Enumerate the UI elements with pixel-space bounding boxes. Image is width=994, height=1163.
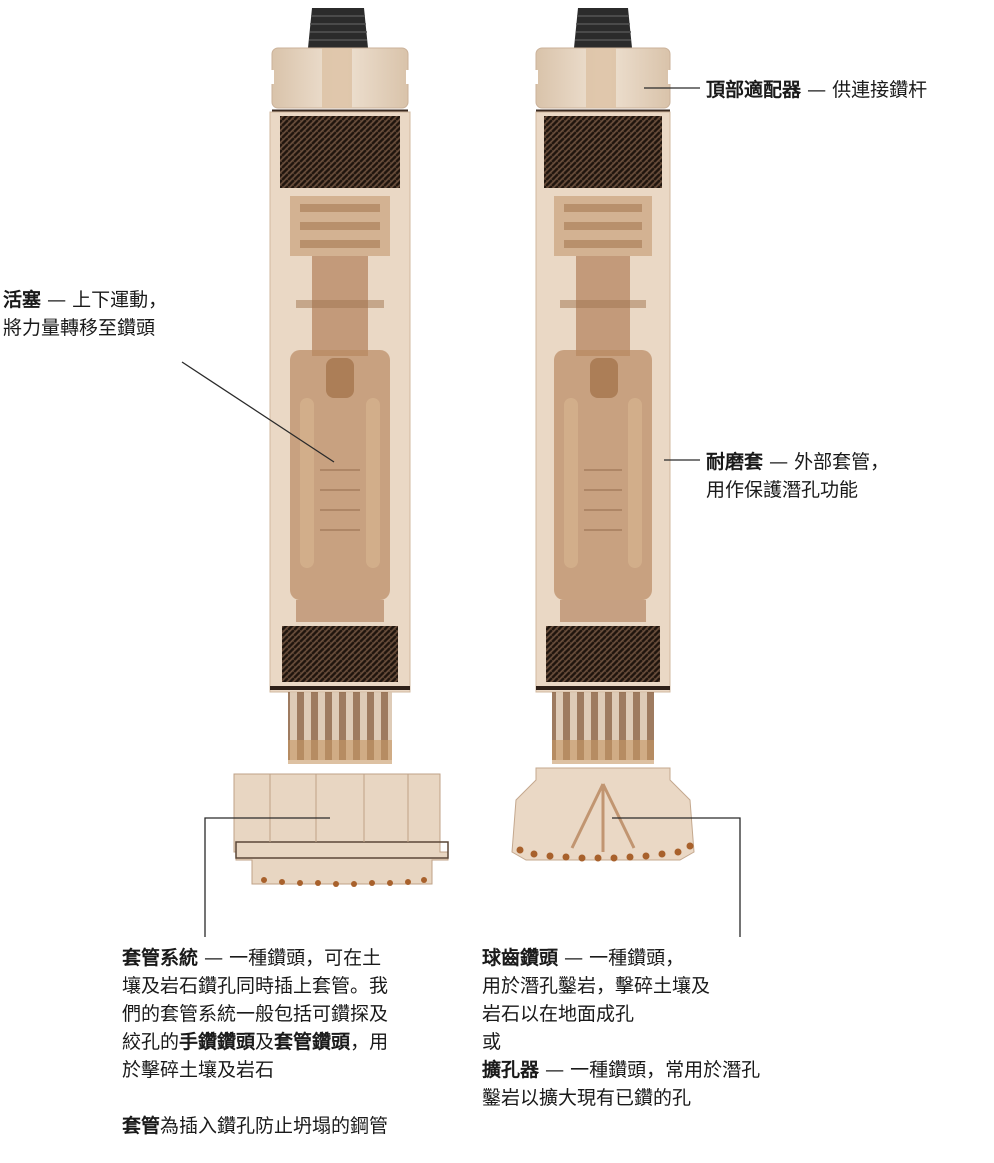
casing-bit-term: 套管鑽頭 [274, 1031, 351, 1053]
wear-sleeve-label: 耐磨套 — 外部套管， 用作保護潛孔功能 [706, 448, 889, 504]
left-lower-threads [282, 626, 398, 682]
right-lower-threads [546, 626, 660, 682]
casing-system-line-3: 們的套管系統一般包括可鑽探及 [122, 1003, 389, 1025]
leader-casing-system [204, 817, 330, 937]
reamer-desc-1: — 一種鑽頭，常用於潛孔 [545, 1059, 761, 1081]
casing-system-line-4: 絞孔的手鑽鑽頭及套管鑽頭，用 [122, 1031, 389, 1053]
casing-system-label: 套管系統 — 一種鑽頭，可在土 壤及岩石鑽孔同時插上套管。我 們的套管系統一般包… [122, 944, 388, 1140]
left-piston [290, 350, 390, 600]
leader-button-bit [612, 817, 741, 937]
button-bit-or: 或 [482, 1031, 502, 1053]
right-top-thread [574, 8, 632, 48]
button-bit-hammer-illustration [511, 8, 695, 862]
right-upper-threads [544, 116, 662, 188]
button-bit-line-3: 岩石以在地面成孔 [482, 1003, 635, 1025]
casing-definition: 套管為插入鑽孔防止坍塌的鋼管 [122, 1112, 388, 1140]
reamer-desc-2: 鑿岩以擴大現有已鑽的孔 [482, 1087, 692, 1109]
casing-system-line-1: — 一種鑽頭，可在土 [204, 947, 382, 969]
casing-system-line-5: 於擊碎土壤及岩石 [122, 1059, 275, 1081]
right-piston [554, 350, 652, 600]
top-adapter-title: 頂部適配器 [706, 79, 802, 101]
pilot-bit-term: 手鑽鑽頭 [179, 1031, 256, 1053]
button-bit-label: 球齒鑽頭 — 一種鑽頭， 用於潛孔鑿岩，擊碎土壤及 岩石以在地面成孔 或 擴孔器… [482, 944, 760, 1112]
piston-label: 活塞 — 上下運動， 將力量轉移至鑽頭 [3, 286, 167, 342]
casing-hammer-illustration [233, 8, 449, 887]
button-bit-title: 球齒鑽頭 [482, 947, 559, 969]
wear-sleeve-title: 耐磨套 [706, 451, 764, 473]
casing-desc: 為插入鑽孔防止坍塌的鋼管 [160, 1115, 389, 1137]
casing-title: 套管 [122, 1115, 161, 1137]
reamer-title: 擴孔器 [482, 1059, 540, 1081]
left-top-thread [308, 8, 368, 48]
wear-sleeve-desc-2: 用作保護潛孔功能 [706, 479, 859, 501]
left-casing-bit [233, 773, 449, 885]
piston-desc-1: — 上下運動， [47, 289, 168, 311]
top-adapter-desc: — 供連接鑽杆 [807, 79, 928, 101]
piston-desc-2: 將力量轉移至鑽頭 [3, 317, 156, 339]
left-upper-threads [280, 116, 400, 188]
top-adapter-label: 頂部適配器 — 供連接鑽杆 [706, 76, 927, 104]
casing-system-title: 套管系統 [122, 947, 199, 969]
button-bit-line-2: 用於潛孔鑿岩，擊碎土壤及 [482, 975, 711, 997]
wear-sleeve-desc-1: — 外部套管， [769, 451, 890, 473]
leader-piston [181, 361, 335, 463]
casing-system-line-2: 壤及岩石鑽孔同時插上套管。我 [122, 975, 389, 997]
piston-title: 活塞 [3, 289, 42, 311]
button-bit-desc-1: — 一種鑽頭， [564, 947, 685, 969]
